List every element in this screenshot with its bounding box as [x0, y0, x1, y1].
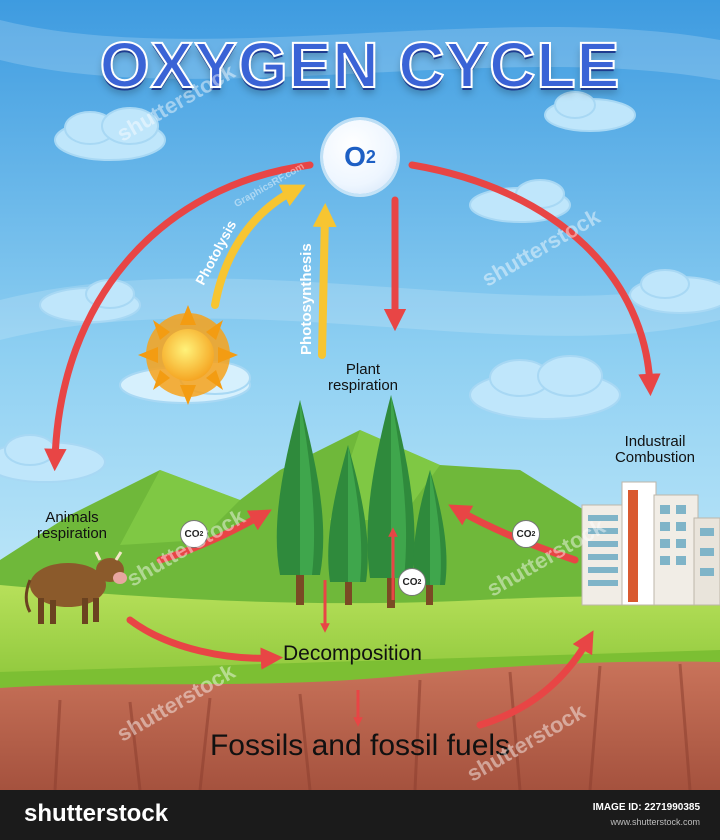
cloud: [54, 107, 166, 161]
co2-main: CO: [516, 528, 532, 540]
footer-brand: shutterstock: [24, 800, 169, 827]
label-animals-respiration-text: Animals respiration: [36, 509, 108, 542]
arrow-animals-to-trees: [156, 509, 272, 564]
cow: [24, 551, 127, 624]
o2-sub: 2: [365, 146, 376, 167]
cloud: [544, 91, 636, 132]
sky-light-band: [0, 278, 720, 340]
co2-main: CO: [184, 528, 200, 540]
arrow-photosynthesis: [312, 203, 337, 359]
tree: [276, 400, 324, 605]
label-industrial-combustion: Industrail Combustion: [600, 434, 710, 466]
footer-bar: shutterstock IMAGE ID: 2271990385 www.sh…: [0, 790, 720, 840]
sun: [138, 305, 238, 405]
oxygen-cycle-scene: [0, 0, 720, 790]
soil-cracks: [53, 663, 692, 790]
label-photosynthesis: Photosynthesis: [298, 243, 315, 355]
arrow-o2-to-animals: [44, 161, 314, 472]
label-plant-respiration: Plant respiration: [318, 362, 408, 394]
cloud: [469, 355, 621, 420]
label-plant-respiration-text: Plant respiration: [327, 361, 399, 394]
arrow-fossils-to-industry: [476, 630, 594, 729]
footer-site: www.shutterstock.com: [610, 817, 700, 827]
arrows-red: [44, 161, 661, 729]
arrows-red-thin: [320, 527, 398, 727]
co2-main: CO: [402, 576, 418, 588]
arrow-photolysis: [211, 184, 306, 309]
arrow-animals-to-decomposition: [126, 616, 284, 670]
footer-image-id: IMAGE ID: 2271990385: [592, 802, 700, 813]
arrows-yellow: [211, 184, 337, 359]
label-decomposition: Decomposition: [283, 642, 422, 665]
cloud: [629, 269, 720, 314]
mountain-highlight: [120, 470, 240, 545]
page-title: OXYGEN CYCLE: [99, 28, 621, 102]
co2-sub: 2: [417, 578, 422, 586]
arrow-o2-to-industry: [408, 161, 661, 397]
sky-light-band: [0, 20, 720, 80]
co2-sub: 2: [531, 530, 536, 538]
co2-sub: 2: [199, 530, 204, 538]
tree: [328, 445, 368, 605]
o2-main: O: [344, 141, 366, 172]
arrow-industry-to-trees: [448, 504, 579, 564]
buildings: [581, 481, 720, 606]
label-fossils: Fossils and fossil fuels: [209, 729, 511, 762]
label-industrial-combustion-text: Industrail Combustion: [614, 433, 696, 466]
tree: [413, 470, 447, 605]
label-animals-respiration: Animals respiration: [22, 510, 122, 542]
